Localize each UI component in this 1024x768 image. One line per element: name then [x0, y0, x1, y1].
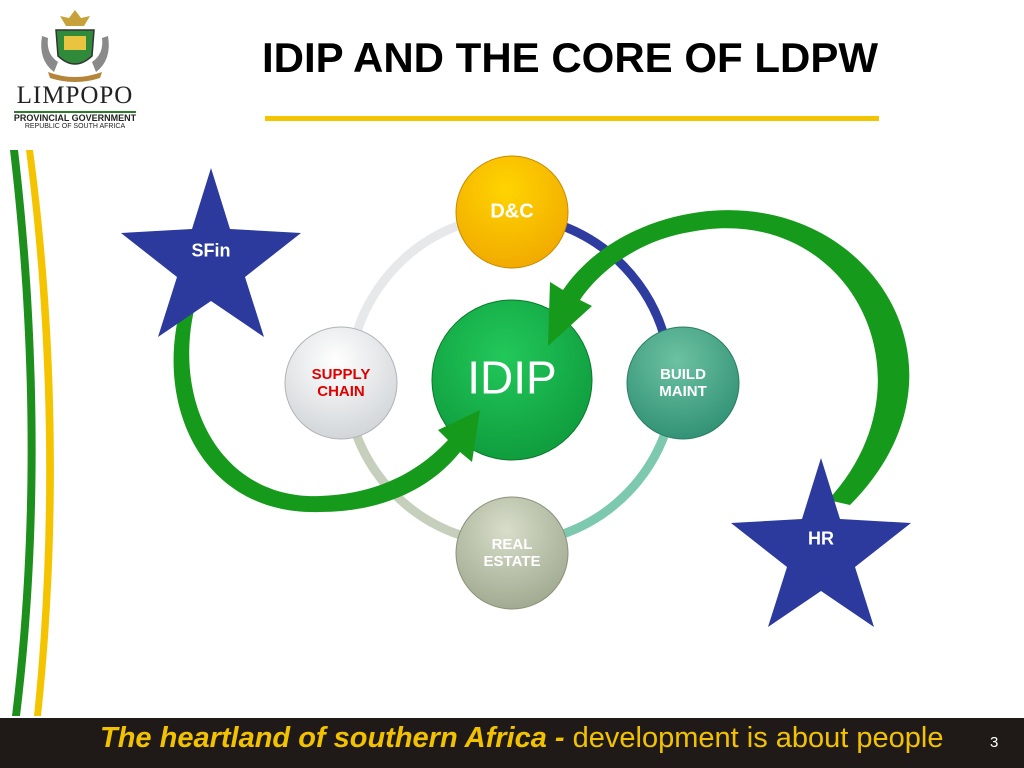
page-title: IDIP AND THE CORE OF LDPW: [261, 34, 878, 81]
real-estate-label-line1: REAL: [491, 535, 533, 553]
build-maint-label: BUILD MAINT: [659, 366, 707, 401]
arrow-hr-to-idip: [548, 210, 910, 505]
supply-chain-label-line1: SUPPLY: [311, 365, 371, 383]
ring-segment-top-left: [347, 220, 465, 357]
real-estate-node-circle: [455, 496, 569, 610]
idip-label: IDIP: [467, 351, 557, 404]
footer-slogan: The heartland of southern Africa - devel…: [100, 722, 943, 755]
build-maint-label-line2: MAINT: [659, 383, 707, 400]
logo-rule: [14, 111, 136, 113]
supply-chain-label: SUPPLY CHAIN: [312, 366, 371, 401]
real-estate-label: REAL ESTATE: [484, 536, 541, 571]
footer-bar: [0, 718, 1024, 768]
coat-of-arms-icon: [41, 10, 109, 82]
supply-chain-label-line2: CHAIN: [317, 383, 365, 400]
build-maint-label-line1: BUILD: [660, 365, 706, 383]
dc-node-circle: [455, 155, 569, 269]
logo-subtitle-government: PROVINCIAL GOVERNMENT: [13, 113, 137, 123]
limpopo-logo: LIMPOPO PROVINCIAL GOVERNMENT REPUBLIC O…: [0, 0, 150, 135]
supply-chain-node-circle: [284, 326, 398, 440]
hr-label: HR: [808, 528, 834, 549]
logo-subtitle-country: REPUBLIC OF SOUTH AFRICA: [24, 123, 126, 130]
hr-star: [731, 458, 911, 627]
title-underline: [265, 116, 879, 121]
footer-slogan-rest: development is about people: [564, 722, 944, 754]
logo-wordmark: LIMPOPO: [16, 82, 134, 109]
ring-segment-bottom-right: [555, 416, 674, 540]
build-maint-node-circle: [626, 326, 740, 440]
sfin-label: SFin: [191, 240, 231, 261]
real-estate-label-line2: ESTATE: [483, 553, 541, 570]
page-number: 3: [990, 734, 999, 751]
dc-label: D&C: [490, 200, 534, 223]
footer-slogan-emphasis: The heartland of southern Africa -: [100, 722, 565, 754]
sfin-star: [121, 168, 301, 337]
